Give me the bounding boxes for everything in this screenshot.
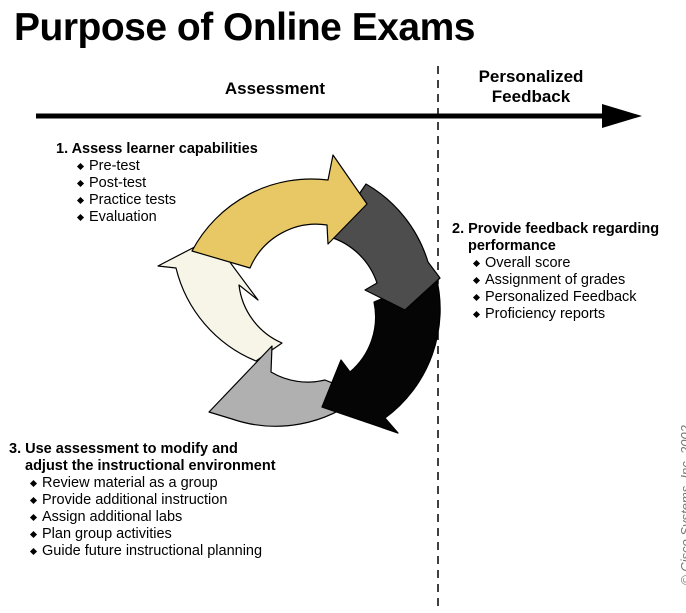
list-item: Practice tests	[77, 192, 258, 209]
list-item: Post-test	[77, 175, 258, 192]
list-item: Personalized Feedback	[473, 289, 659, 306]
step-2-list: Overall score Assignment of grades Perso…	[473, 255, 659, 323]
list-item: Guide future instructional planning	[30, 543, 276, 560]
step-2-block: 2. Provide feedback regarding performanc…	[452, 221, 659, 323]
list-item: Overall score	[473, 255, 659, 272]
page-title: Purpose of Online Exams	[14, 6, 475, 49]
step-1-block: 1. Assess learner capabilities Pre-test …	[56, 141, 258, 226]
list-item: Pre-test	[77, 158, 258, 175]
feedback-header-line2: Feedback	[491, 87, 571, 106]
list-item: Proficiency reports	[473, 306, 659, 323]
step-3-list: Review material as a group Provide addit…	[30, 475, 276, 560]
copyright-notice: © Cisco Systems, Inc. 2002	[678, 425, 686, 585]
timeline-arrowhead	[602, 104, 642, 128]
cycle-arrow-right-lower	[321, 275, 441, 434]
step-1-heading: 1. Assess learner capabilities	[56, 141, 258, 157]
step-3-heading-line1: 3. Use assessment to modify and	[9, 441, 238, 457]
feedback-header-line1: Personalized	[478, 67, 584, 86]
assessment-header: Assessment	[224, 79, 326, 98]
list-item: Provide additional instruction	[30, 492, 276, 509]
step-3-block: 3. Use assessment to modify and adjust t…	[9, 441, 276, 560]
step-1-list: Pre-test Post-test Practice tests Evalua…	[77, 158, 258, 226]
list-item: Plan group activities	[30, 526, 276, 543]
step-2-heading-line2: performance	[468, 238, 556, 254]
list-item: Assignment of grades	[473, 272, 659, 289]
step-3-heading-line2: adjust the instructional environment	[25, 458, 276, 474]
cycle-arrow-right-upper	[329, 183, 441, 311]
cycle-arrow-left	[157, 237, 283, 362]
list-item: Assign additional labs	[30, 509, 276, 526]
step-2-heading-line1: 2. Provide feedback regarding	[452, 221, 660, 237]
list-item: Review material as a group	[30, 475, 276, 492]
list-item: Evaluation	[77, 209, 258, 226]
personalized-feedback-header: Personalized Feedback	[456, 67, 606, 107]
